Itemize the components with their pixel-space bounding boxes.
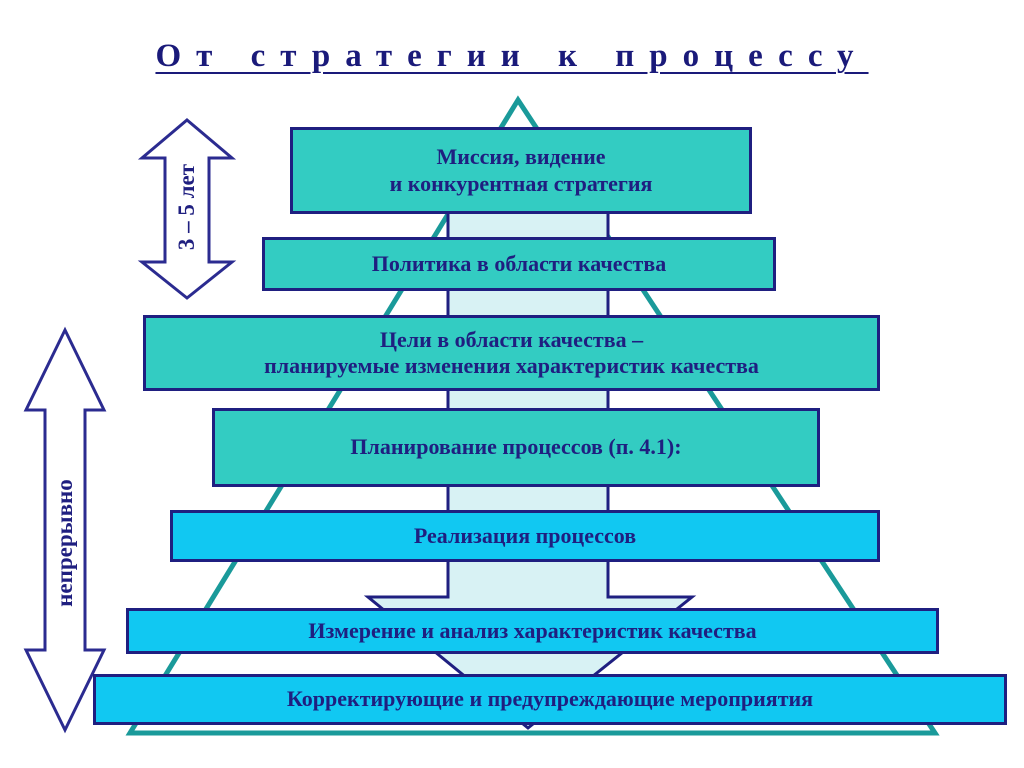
level-mission-line1: Миссия, видение <box>436 144 606 170</box>
level-mission: Миссия, видение и конкурентная стратегия <box>290 127 752 214</box>
level-measurement: Измерение и анализ характеристик качеств… <box>126 608 939 654</box>
page-title: От стратегии к процессу <box>155 38 869 74</box>
level-objectives-line1: Цели в области качества – <box>379 326 644 352</box>
level-corrective-actions: Корректирующие и предупреждающие меропри… <box>93 674 1007 725</box>
continuous-label: непрерывно <box>52 479 77 607</box>
double-arrow-icon <box>23 326 107 734</box>
level-policy: Политика в области качества <box>262 237 776 291</box>
double-arrow-icon <box>137 118 237 300</box>
level-mission-line2: и конкурентная стратегия <box>389 170 653 196</box>
level-objectives-line2: планируемые изменения характеристик каче… <box>264 353 759 378</box>
years-label: 3 – 5 лет <box>174 163 199 251</box>
level-objectives: Цели в области качества – планируемые из… <box>143 315 880 391</box>
level-process-planning: Планирование процессов (п. 4.1): <box>212 408 820 487</box>
level-process-implementation: Реализация процессов <box>170 510 880 562</box>
